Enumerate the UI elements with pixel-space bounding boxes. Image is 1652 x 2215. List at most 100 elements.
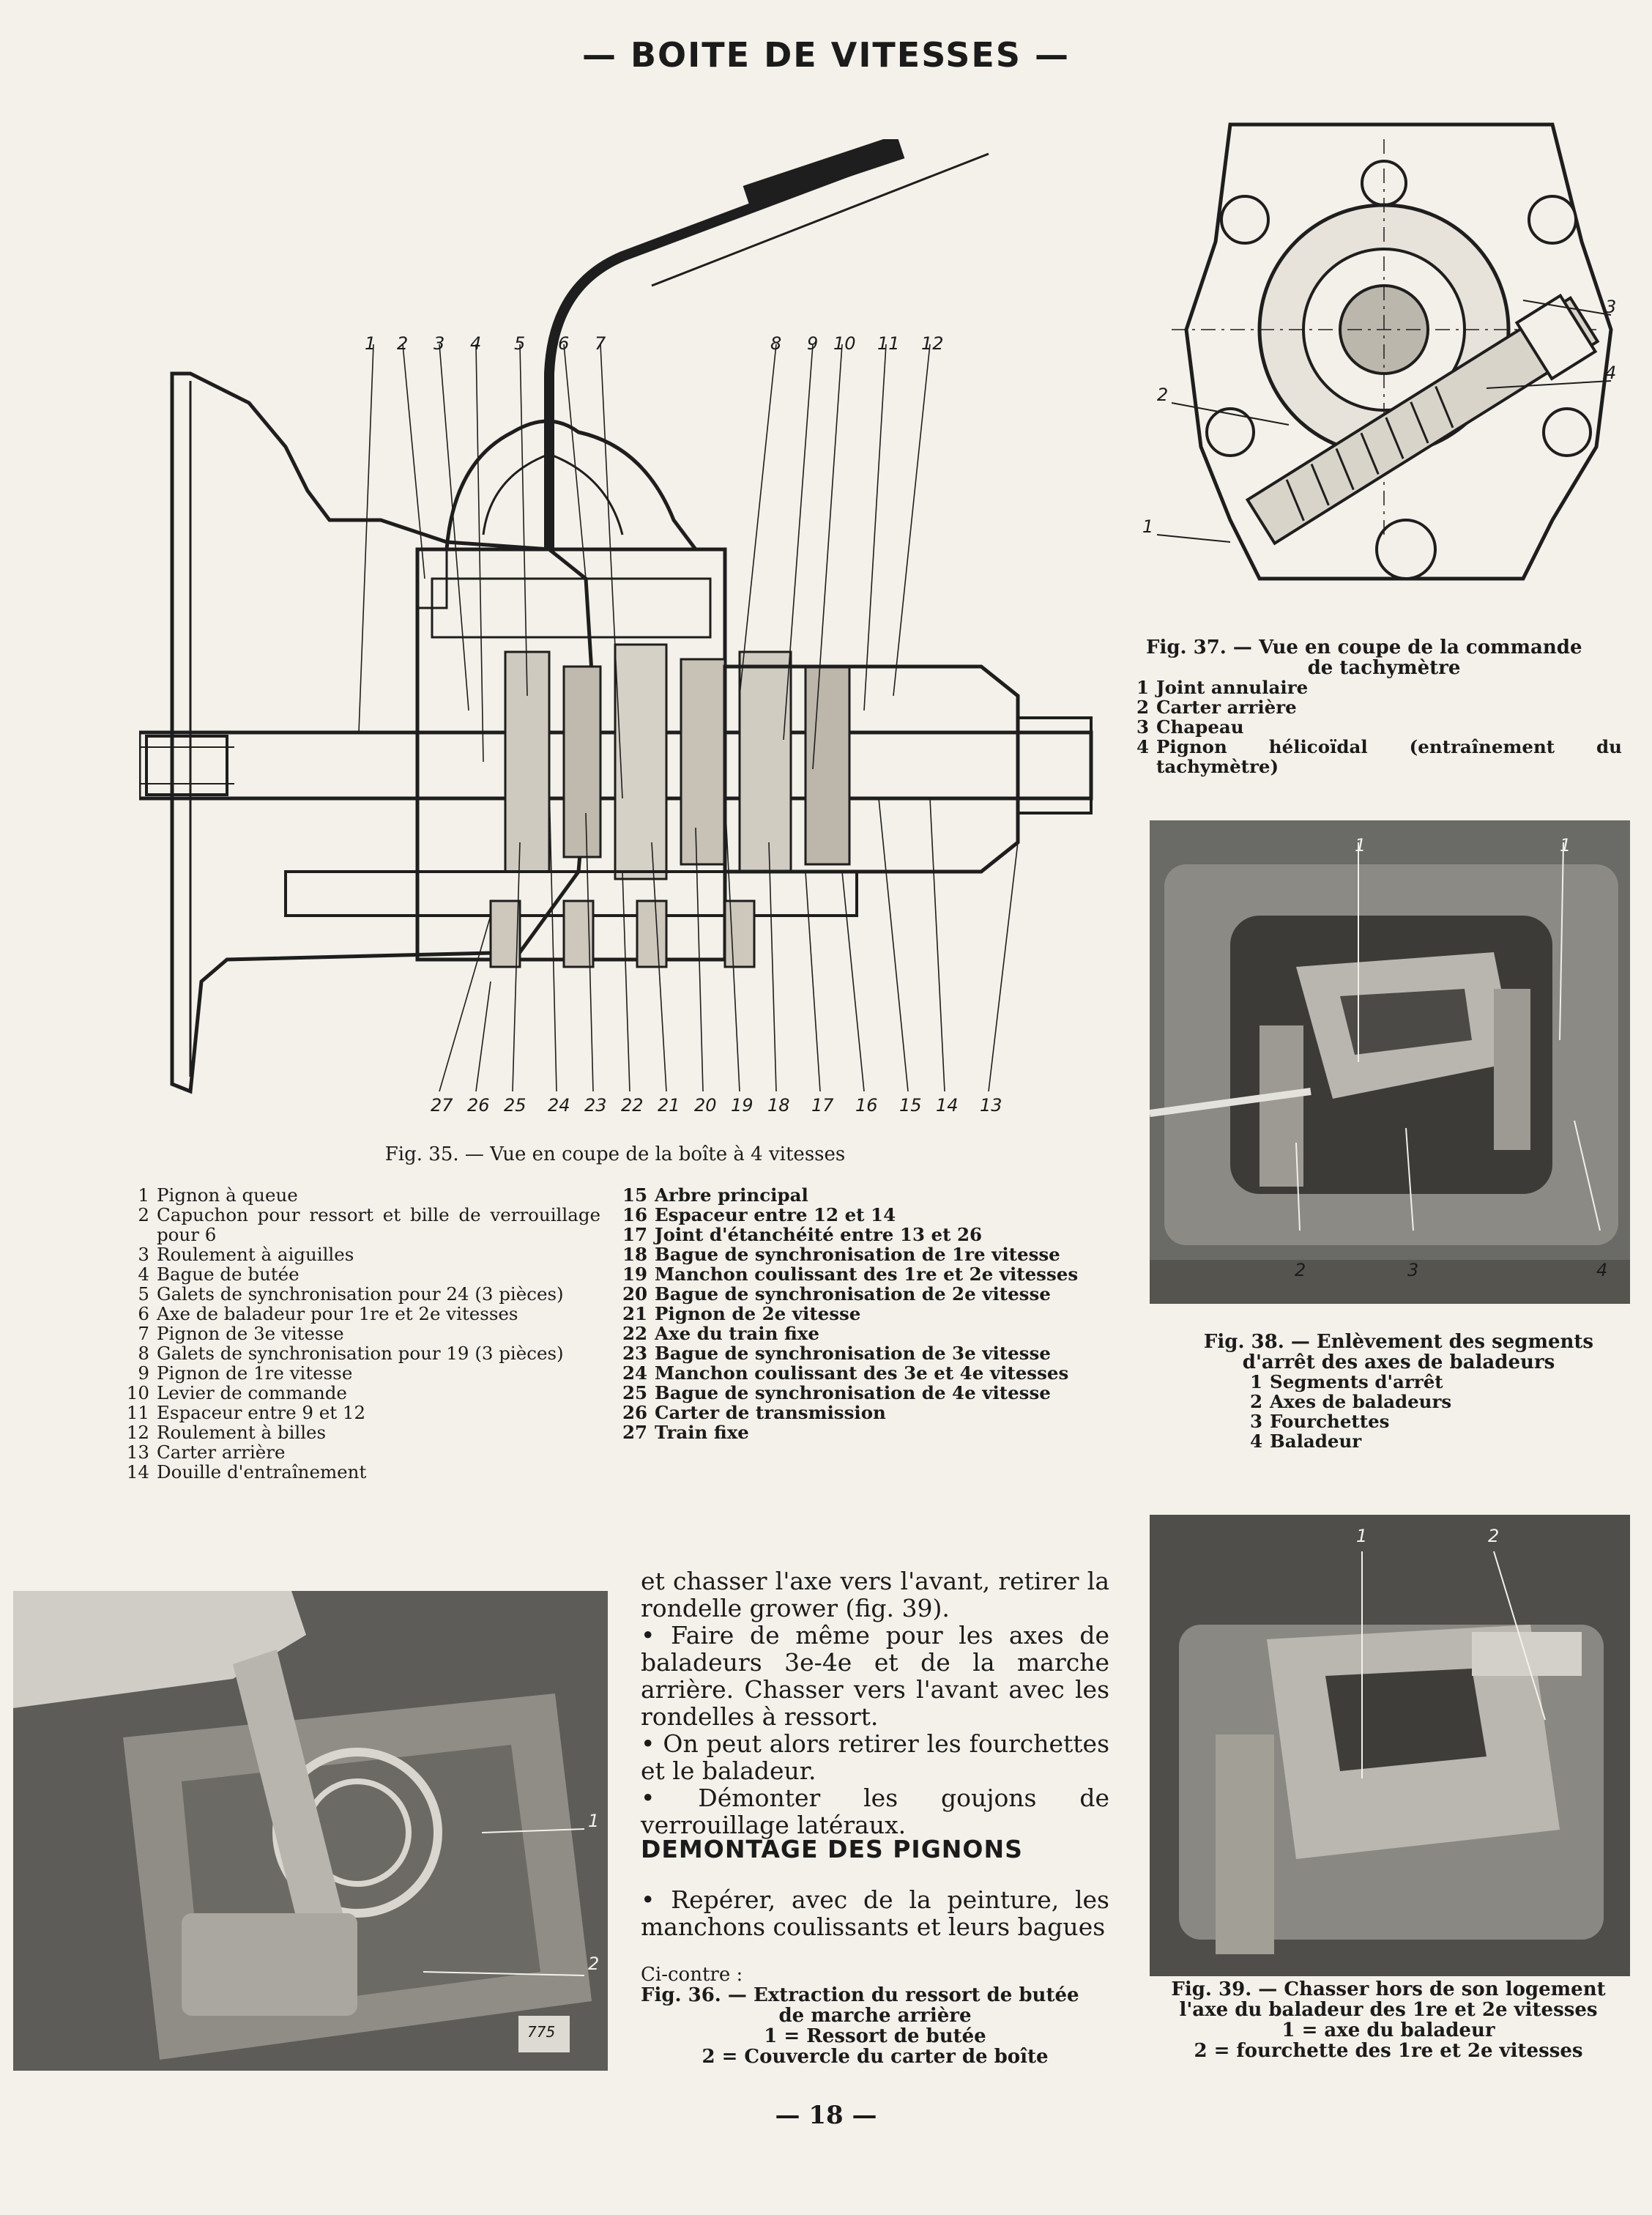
fig38-callout-2: 2 — [1295, 1260, 1306, 1280]
fig35-callout-21: 21 — [658, 1095, 680, 1116]
fig38-photo: 1 1 2 3 4 — [1150, 820, 1630, 1304]
fig35-callout-11: 11 — [877, 333, 900, 354]
fig38-callout-1a: 1 — [1355, 835, 1366, 856]
fig35-callout-14: 14 — [936, 1095, 959, 1116]
fig35-callout-12: 12 — [921, 333, 944, 354]
fig35-callout-24: 24 — [548, 1095, 570, 1116]
fig36-callout-1: 1 — [588, 1811, 600, 1831]
fig35-callout-2: 2 — [397, 333, 409, 354]
fig35-callout-25: 25 — [504, 1095, 527, 1116]
fig35-callout-8: 8 — [770, 333, 782, 354]
fig38-callout-3: 3 — [1407, 1260, 1419, 1280]
fig35-callout-3: 3 — [434, 333, 445, 354]
fig35-callout-13: 13 — [980, 1095, 1002, 1116]
fig37-callout-1: 1 — [1142, 516, 1154, 537]
fig35-callout-16: 16 — [855, 1095, 878, 1116]
fig35-callout-19: 19 — [731, 1095, 754, 1116]
page-number: — 18 — — [775, 2101, 877, 2130]
fig38-callout-1b: 1 — [1560, 835, 1571, 856]
fig35-callout-4: 4 — [470, 333, 482, 354]
fig36-callout-2: 2 — [588, 1954, 600, 1974]
fig36-photo: 1 2 775 — [13, 1591, 608, 2071]
fig38-callout-4: 4 — [1596, 1260, 1608, 1280]
fig35-callout-17: 17 — [811, 1095, 834, 1116]
fig39-callout-2: 2 — [1488, 1526, 1500, 1546]
fig37-callout-4: 4 — [1605, 363, 1617, 383]
fig38-caption: Fig. 38. — Enlèvement des segments d'arr… — [1203, 1331, 1594, 1373]
fig35-callout-23: 23 — [584, 1095, 607, 1116]
body-paragraph-3: • On peut alors retirer les fourchettes … — [641, 1729, 1109, 1785]
tachometer-section-diagram — [1156, 122, 1613, 581]
fig37-caption: Fig. 37. — Vue en coupe de la commande d… — [1146, 637, 1582, 679]
fig35-callout-10: 10 — [833, 333, 856, 354]
body-paragraph-4: • Démonter les goujons de verrouillage l… — [641, 1784, 1109, 1839]
body-paragraph-1: et chasser l'axe vers l'avant, retirer l… — [641, 1567, 1109, 1622]
fig35-caption: Fig. 35. — Vue en coupe de la boîte à 4 … — [384, 1143, 846, 1165]
fig35-callout-15: 15 — [899, 1095, 922, 1116]
fig35-callout-18: 18 — [767, 1095, 790, 1116]
body-paragraph-2: • Faire de même pour les axes de baladeu… — [641, 1621, 1109, 1731]
body-paragraph-5: • Repérer, avec de la peinture, les manc… — [641, 1885, 1109, 1941]
fig35-callout-7: 7 — [595, 333, 606, 354]
fig36-caption: Ci-contre : Fig. 36. — Extraction du res… — [641, 1964, 1079, 2068]
fig36-stamp: 775 — [527, 2023, 556, 2041]
fig37-drawing: 1 2 3 4 — [1142, 110, 1626, 601]
fig37-callout-2: 2 — [1157, 385, 1169, 405]
fig39-caption: Fig. 39. — Chasser hors de son logement … — [1171, 1978, 1606, 2062]
fig35-callout-5: 5 — [514, 333, 526, 354]
fig39-photo-rendering — [1150, 1515, 1630, 1976]
fig37-callout-3: 3 — [1605, 297, 1617, 317]
fig35-callout-27: 27 — [431, 1095, 453, 1116]
body-text: et chasser l'axe vers l'avant, retirer l… — [641, 1567, 1109, 1839]
fig35-callout-22: 22 — [621, 1095, 644, 1116]
fig38-photo-rendering — [1150, 820, 1630, 1304]
fig36-photo-rendering — [13, 1591, 608, 2071]
gearbox-section-diagram — [137, 134, 1093, 1094]
fig35-drawing: 1 2 3 4 5 6 7 8 9 10 11 12 27 26 25 24 2… — [137, 134, 1106, 1135]
section-heading: DEMONTAGE DES PIGNONS — [641, 1835, 1023, 1863]
fig35-callout-9: 9 — [807, 333, 819, 354]
page-title: — BOITE DE VITESSES — — [581, 35, 1070, 75]
fig35-callout-6: 6 — [558, 333, 570, 354]
fig35-callout-20: 20 — [694, 1095, 717, 1116]
